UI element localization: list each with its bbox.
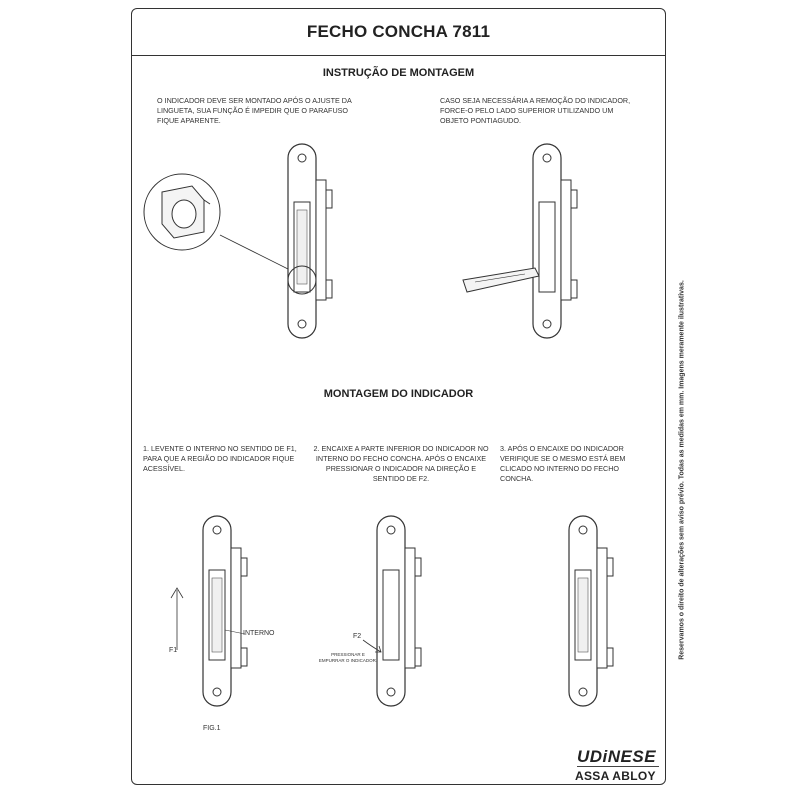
section-heading-mounting-instruction: INSTRUÇÃO DE MONTAGEM	[322, 67, 475, 79]
page-border	[131, 8, 666, 785]
label-f2: F2	[353, 633, 362, 640]
page-title: FECHO CONCHA 7811	[306, 22, 491, 41]
label-interno: INTERNO	[243, 630, 275, 637]
press-and-push-label: PRESSIONAR E EMPURRAR O INDICADOR.	[318, 652, 378, 663]
side-disclaimer-text: Reservamos o direito de alterações sem a…	[678, 280, 686, 660]
lock-drawing-2	[462, 143, 578, 339]
lock-drawing-step-2	[362, 515, 422, 707]
section-heading-indicator-assembly: MONTAGEM DO INDICADOR	[323, 388, 474, 400]
right-instruction-text: CASO SEJA NECESSÁRIA A REMOÇÃO DO INDICA…	[440, 96, 631, 125]
brand-divider	[577, 766, 659, 767]
left-instruction-text: O INDICADOR DEVE SER MONTADO APÓS O AJUS…	[157, 96, 352, 125]
lock-drawing-step-1	[170, 515, 248, 707]
title-box: FECHO CONCHA 7811	[131, 8, 666, 56]
figure-label: FIG.1	[203, 725, 221, 732]
step-3-text: 3. APÓS O ENCAIXE DO INDICADOR VERIFIQUE…	[500, 444, 626, 483]
lock-drawing-step-3	[568, 515, 614, 707]
side-disclaimer: Reservamos o direito de alterações sem a…	[676, 250, 688, 690]
step-2-text: 2. ENCAIXE A PARTE INFERIOR DO INDICADOR…	[313, 444, 489, 483]
brand-logo-assa-abloy: ASSA ABLOY	[575, 769, 656, 783]
brand-logo-udinese: UDiNESE	[577, 747, 657, 766]
lock-drawing-1	[287, 143, 333, 339]
indicator-detail-drawing	[143, 173, 291, 271]
label-f1: F1	[169, 647, 178, 654]
step-1-text: 1. LEVENTE O INTERNO NO SENTIDO DE F1, P…	[143, 444, 297, 473]
